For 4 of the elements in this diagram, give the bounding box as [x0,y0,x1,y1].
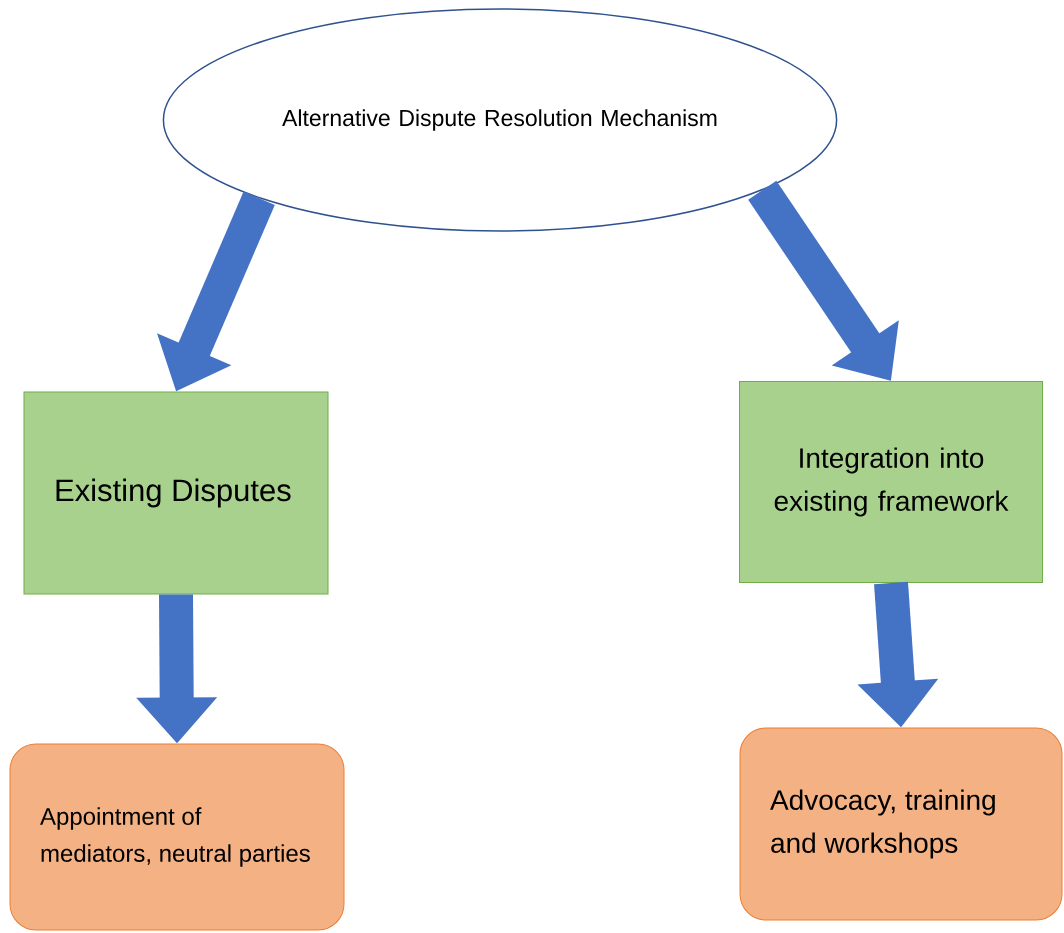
rounded-box: Appointment of mediators, neutral parties [9,743,345,931]
process-box: Existing Disputes [23,391,329,595]
process-box: Integration into existing framework [739,381,1043,583]
rounded-box: Advocacy, training and workshops [739,727,1063,921]
